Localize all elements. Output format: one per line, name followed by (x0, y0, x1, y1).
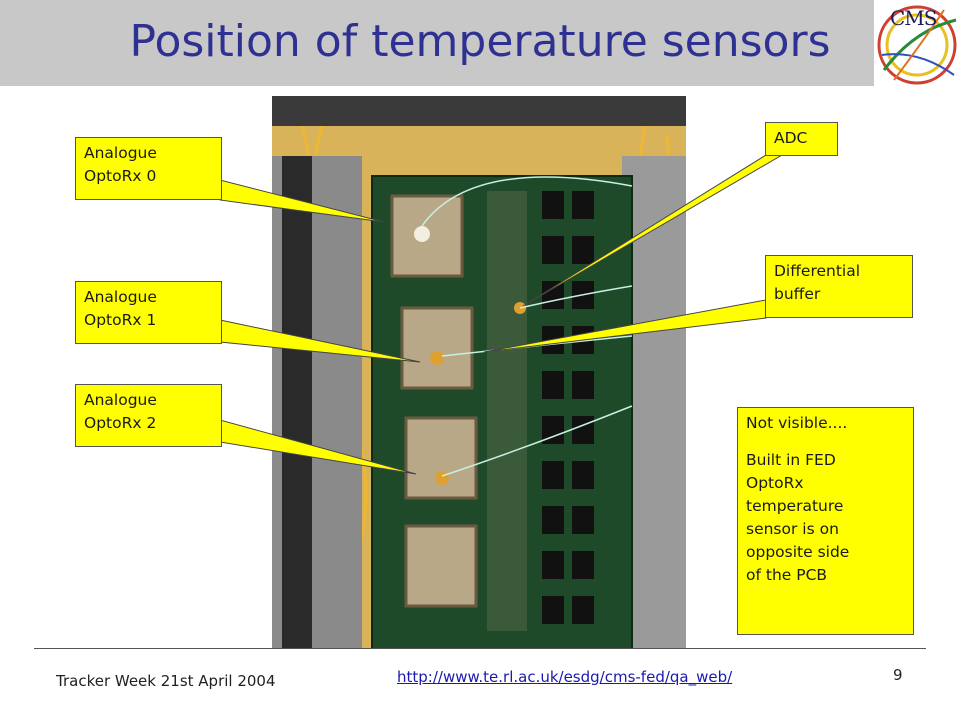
fed-board-photo (272, 96, 686, 649)
callout-adc: ADC (765, 122, 838, 156)
note-heading: Not visible.... (746, 414, 848, 432)
footer-event: Tracker Week 21st April 2004 (56, 672, 276, 690)
note-line-6: of the PCB (746, 566, 828, 584)
callout-optorx-1-line2: OptoRx 1 (84, 311, 157, 329)
title-band (0, 0, 960, 86)
slide-title: Position of temperature sensors (129, 16, 831, 67)
callout-optorx-0: Analogue OptoRx 0 (75, 137, 222, 200)
note-line-5: opposite side (746, 543, 850, 561)
callout-not-visible-note: Not visible.... Built in FED OptoRx temp… (737, 407, 914, 635)
fed-board-illustration (272, 96, 686, 649)
callout-optorx-2-line2: OptoRx 2 (84, 414, 157, 432)
callout-optorx-1: Analogue OptoRx 1 (75, 281, 222, 344)
page-number: 9 (893, 666, 903, 684)
note-line-2: OptoRx (746, 474, 804, 492)
callout-optorx-2-line1: Analogue (84, 391, 157, 409)
footer-divider (34, 648, 926, 649)
cms-logo-graphic (877, 5, 957, 85)
callout-optorx-2: Analogue OptoRx 2 (75, 384, 222, 447)
footer-url-link[interactable]: http://www.te.rl.ac.uk/esdg/cms-fed/qa_w… (397, 668, 733, 686)
callout-optorx-0-line1: Analogue (84, 144, 157, 162)
callout-differential-buffer-line1: Differential (774, 262, 861, 280)
note-line-4: sensor is on (746, 520, 839, 538)
note-spacer (746, 435, 905, 449)
callout-optorx-1-line1: Analogue (84, 288, 157, 306)
callout-differential-buffer: Differential buffer (765, 255, 913, 318)
callout-adc-label: ADC (774, 129, 808, 147)
note-line-3: temperature (746, 497, 844, 515)
callout-differential-buffer-line2: buffer (774, 285, 821, 303)
note-line-1: Built in FED (746, 451, 836, 469)
cms-logo-text: CMS (890, 6, 937, 30)
callout-optorx-0-line2: OptoRx 0 (84, 167, 157, 185)
cms-logo: CMS (874, 0, 960, 86)
